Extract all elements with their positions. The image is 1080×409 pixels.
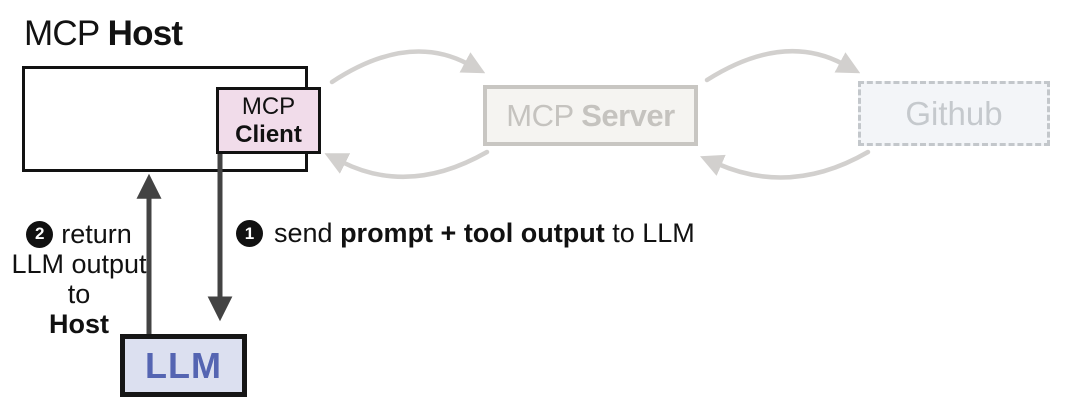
step1-label: 1 send prompt + tool output to LLM <box>236 218 695 249</box>
server-label-regular: MCP <box>506 97 582 133</box>
diagram-title: MCP Host <box>24 14 183 54</box>
title-bold: Host <box>107 14 183 53</box>
step2-label: 2 return LLM output to Host <box>0 219 158 339</box>
github-to-server-arrow <box>700 149 871 180</box>
github-label: Github <box>905 94 1003 132</box>
step1-text: send prompt + tool output to LLM <box>274 218 695 249</box>
server-to-github-arrow <box>704 48 861 83</box>
server-label-bold: Server <box>581 97 675 133</box>
step1-text-pre: send <box>274 218 341 248</box>
client-to-server-arrow <box>329 49 486 85</box>
client-label-line1: MCP <box>241 92 296 120</box>
step1-number-badge: 1 <box>236 220 263 247</box>
client-label-line2: Client <box>235 120 302 148</box>
step1-text-bold: prompt + tool output <box>340 218 605 248</box>
step2-line1: 2 return <box>0 219 158 249</box>
step2-line2-text: LLM output to <box>11 249 147 309</box>
llm-box: LLM <box>120 334 247 397</box>
server-to-client-arrow <box>324 149 490 180</box>
github-box: Github <box>858 81 1050 146</box>
step2-line1-text: return <box>61 219 132 249</box>
title-regular: MCP <box>24 14 108 53</box>
llm-label: LLM <box>145 344 222 386</box>
step2-line3-text: Host <box>49 309 109 339</box>
server-box: MCP Server <box>483 85 698 146</box>
step2-number-badge: 2 <box>26 220 54 248</box>
step1-text-post: to LLM <box>604 218 695 248</box>
